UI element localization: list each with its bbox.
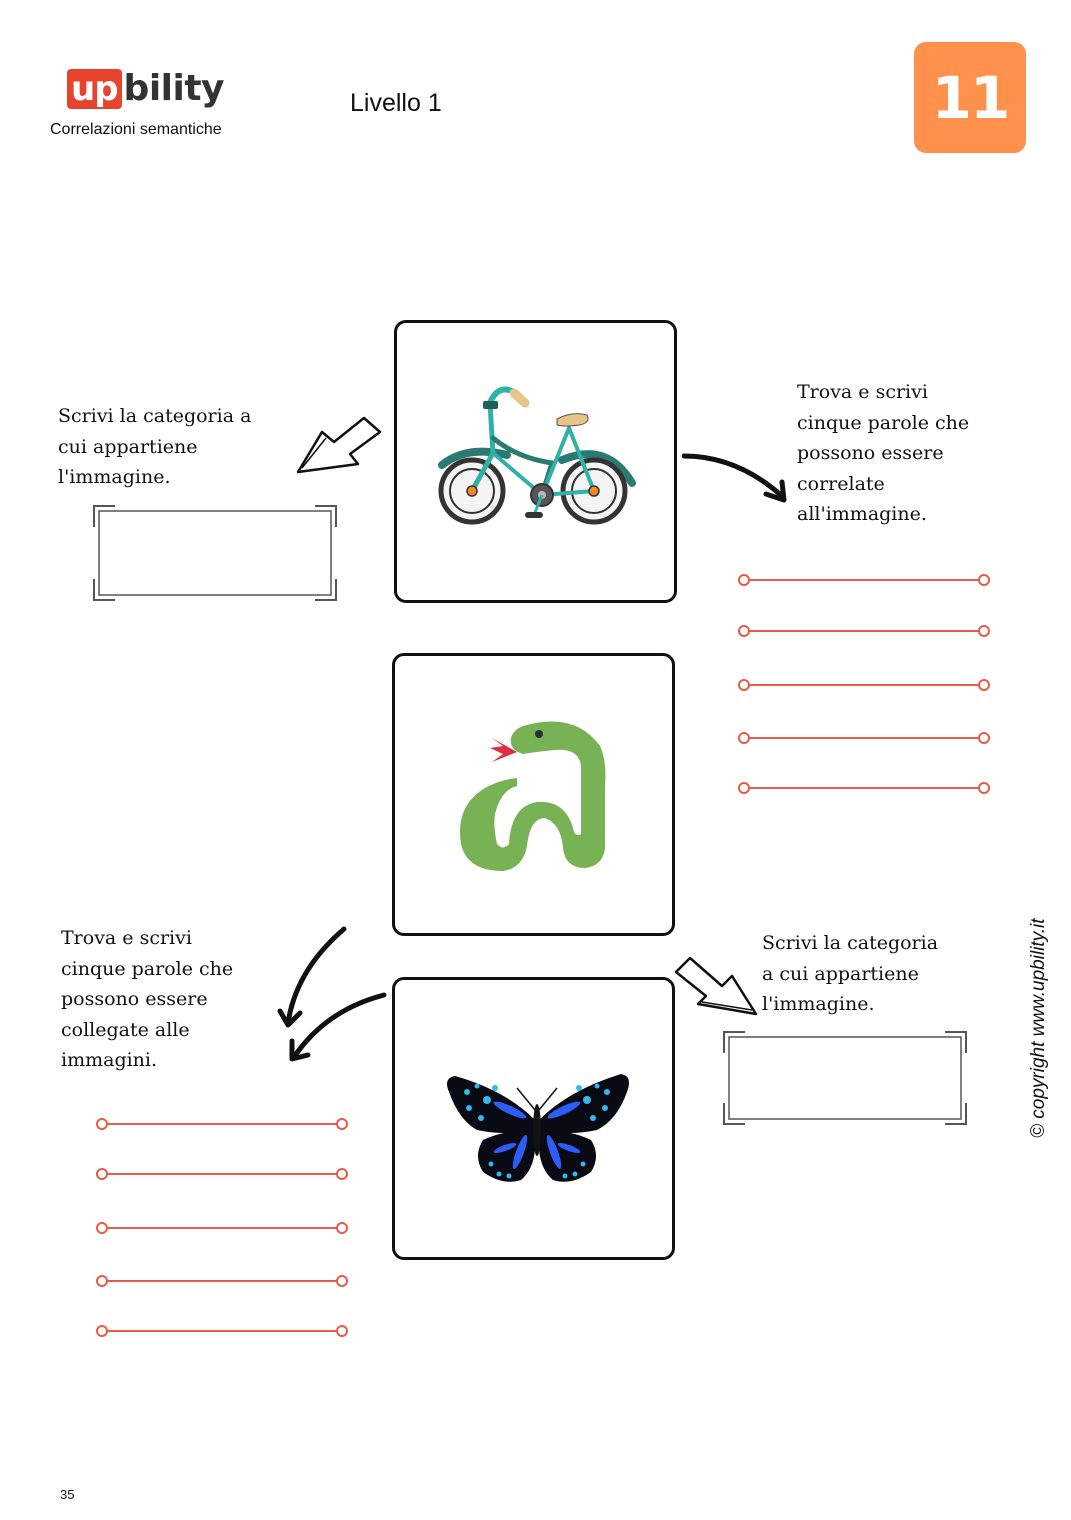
double-curved-arrow-icon — [277, 926, 387, 1062]
instruction-category-top: Scrivi la categoria a cui appartiene l'i… — [58, 405, 252, 488]
page-number: 35 — [60, 1487, 75, 1502]
image-card-bicycle — [394, 320, 677, 603]
write-line-right-3[interactable] — [738, 679, 990, 691]
curved-arrow-icon — [682, 453, 787, 503]
write-line-right-1[interactable] — [738, 574, 990, 586]
image-card-butterfly — [392, 977, 675, 1260]
logo-suffix: bility — [123, 68, 225, 109]
copyright-notice: © copyright www.upbility.it — [1028, 918, 1049, 1138]
exercise-number-badge: 11 — [914, 42, 1026, 153]
instruction-category-bottom: Scrivi la categoria a cui appartiene l'i… — [762, 932, 939, 1015]
write-line-right-2[interactable] — [738, 625, 990, 637]
instruction-related-words-bottom: Trova e scrivi cinque parole che possono… — [61, 927, 234, 1071]
write-line-right-5[interactable] — [738, 782, 990, 794]
snake-icon — [460, 721, 606, 871]
write-line-left-2[interactable] — [96, 1168, 348, 1180]
butterfly-icon — [447, 1074, 629, 1182]
upbility-logo: up bility — [67, 68, 225, 110]
category-answer-box-top[interactable] — [93, 505, 337, 601]
bicycle-icon — [438, 386, 636, 525]
category-answer-box-bottom[interactable] — [723, 1031, 967, 1125]
write-line-right-4[interactable] — [738, 732, 990, 744]
write-line-left-4[interactable] — [96, 1275, 348, 1287]
logo-prefix: up — [67, 69, 122, 109]
worksheet-subtitle: Correlazioni semantiche — [50, 121, 222, 138]
instruction-related-words-top: Trova e scrivi cinque parole che possono… — [797, 381, 970, 525]
write-line-left-1[interactable] — [96, 1118, 348, 1130]
image-card-snake — [392, 653, 675, 936]
level-label: Livello 1 — [350, 89, 442, 117]
write-line-left-3[interactable] — [96, 1222, 348, 1234]
write-line-left-5[interactable] — [96, 1325, 348, 1337]
hollow-arrow-icon — [296, 416, 382, 474]
hollow-arrow-icon — [674, 956, 758, 1016]
